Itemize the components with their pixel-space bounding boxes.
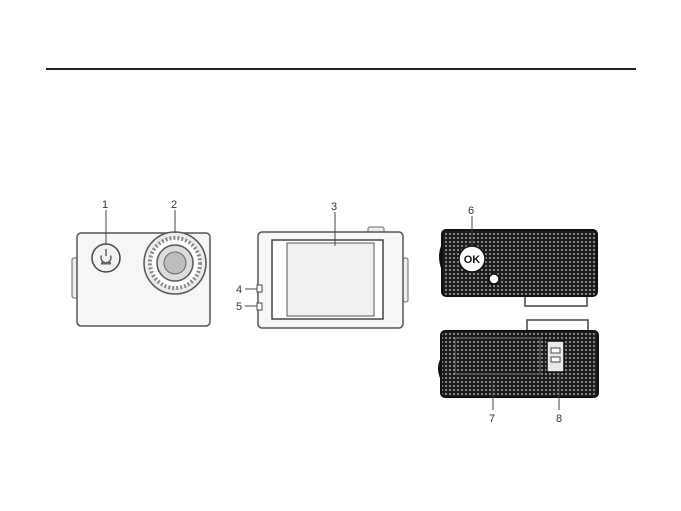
- camera-lens: [144, 232, 206, 294]
- camera-top-view: OK: [440, 216, 597, 306]
- camera-front-view: [72, 210, 210, 326]
- callout-3: 3: [331, 201, 337, 213]
- callout-2: 2: [171, 199, 177, 211]
- power-button: [92, 244, 120, 272]
- battery-latch: [547, 341, 564, 372]
- callout-4: 4: [236, 284, 242, 296]
- lcd-screen: [272, 240, 383, 319]
- callout-6: 6: [468, 205, 474, 217]
- callout-1: 1: [102, 199, 108, 211]
- callout-7: 7: [489, 413, 495, 425]
- status-light: [489, 274, 499, 284]
- callout-5: 5: [236, 301, 242, 313]
- camera-back-view: [245, 212, 408, 328]
- indicator-light-5: [257, 303, 262, 310]
- callout-8: 8: [556, 413, 562, 425]
- camera-bottom-view: [439, 320, 598, 410]
- indicator-light-4: [257, 285, 262, 292]
- ok-button-icon: OK: [459, 246, 485, 272]
- ok-button-label: OK: [464, 254, 481, 266]
- bottom-body: [441, 331, 598, 397]
